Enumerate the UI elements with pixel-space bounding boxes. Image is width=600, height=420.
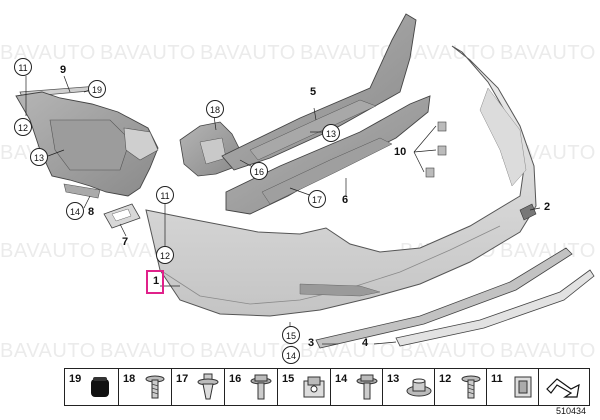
callout-18: 18 — [206, 100, 224, 118]
fastener-number: 13 — [387, 373, 400, 385]
expanding-rivet-icon — [197, 373, 219, 400]
fastener-cell-12: 12 — [435, 369, 487, 405]
fastener-cell-18: 18 — [119, 369, 172, 405]
callout-9: 9 — [60, 64, 67, 76]
callout-17: 17 — [308, 190, 326, 208]
callout-11: 11 — [14, 58, 32, 76]
callout-10: 10 — [394, 146, 407, 158]
fastener-cell-11: 11 — [487, 369, 539, 405]
fastener-number: 19 — [69, 373, 82, 385]
fastener-number: 11 — [491, 373, 503, 385]
part-6-lower-carrier — [225, 95, 431, 215]
part-5-upper-beam — [221, 13, 417, 171]
part-8-left-bracket — [15, 91, 159, 199]
part-mount-bracket — [179, 121, 241, 177]
part-10-clips — [425, 121, 447, 178]
callout-6: 6 — [342, 194, 349, 206]
callout-19: 19 — [88, 80, 106, 98]
callout-13: 13 — [322, 124, 340, 142]
hex-bolt-icon — [250, 374, 272, 400]
fastener-number: 16 — [229, 373, 242, 385]
part-1-bumper-cover — [145, 45, 537, 317]
fastener-number: 14 — [335, 373, 348, 385]
clip-nut-icon — [514, 376, 532, 398]
fastener-number: 12 — [439, 373, 452, 385]
fastener-cell-19: 19 — [65, 369, 119, 405]
callout-5: 5 — [310, 86, 317, 98]
callout-7: 7 — [122, 236, 129, 248]
callout-4: 4 — [362, 337, 369, 349]
callout-16: 16 — [250, 162, 268, 180]
fastener-cell-arrow — [539, 369, 589, 405]
part-2-reflector — [519, 203, 537, 221]
callout-14: 14 — [66, 202, 84, 220]
callout-12: 12 — [14, 118, 32, 136]
fastener-cell-15: 15 — [278, 369, 331, 405]
arrow-icon — [546, 378, 580, 398]
fastener-number: 15 — [282, 373, 295, 385]
hex-bolt-icon — [356, 374, 378, 400]
fastener-cell-13: 13 — [383, 369, 435, 405]
washer-nut-icon — [406, 378, 432, 397]
fastener-number: 18 — [123, 373, 136, 385]
part-7-plate — [103, 203, 141, 229]
fastener-number: 17 — [176, 373, 189, 385]
callout-11: 11 — [156, 186, 174, 204]
callout-2: 2 — [544, 201, 551, 213]
fastener-cell-14: 14 — [331, 369, 383, 405]
part-3-trim-strip — [315, 247, 573, 349]
fasteners-strip: 19 18 17 16 15 — [64, 368, 590, 406]
callout-1: 1 — [153, 275, 160, 287]
highlight-box — [146, 270, 164, 294]
grommet-icon — [91, 377, 109, 397]
callout-3: 3 — [308, 337, 315, 349]
document-id: 510434 — [556, 406, 587, 416]
callout-14: 14 — [282, 346, 300, 364]
fastener-cell-16: 16 — [225, 369, 278, 405]
spring-nut-icon — [303, 376, 325, 398]
callout-12: 12 — [156, 246, 174, 264]
callout-8: 8 — [88, 206, 95, 218]
fastener-cell-17: 17 — [172, 369, 225, 405]
callout-13: 13 — [30, 148, 48, 166]
screw-icon — [145, 375, 165, 399]
part-4-trim-strip — [395, 269, 595, 347]
callout-15: 15 — [282, 326, 300, 344]
screw-icon — [461, 375, 481, 399]
